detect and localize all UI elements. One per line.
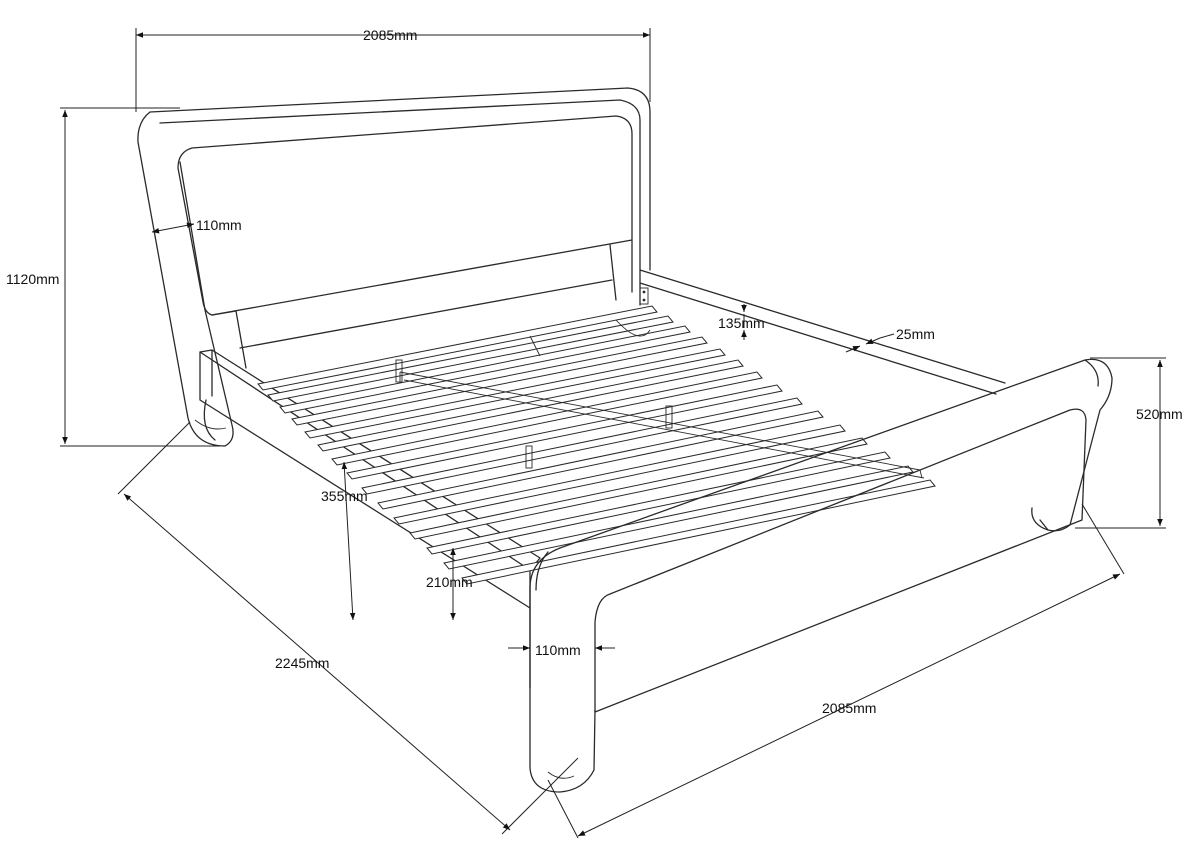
dimension-lines — [60, 28, 1166, 839]
label-side-rail-thickness: 25mm — [896, 326, 935, 342]
centre-support — [395, 319, 925, 479]
headboard — [137, 87, 651, 447]
label-headboard-height: 1120mm — [6, 271, 59, 287]
label-footboard-height: 520mm — [1136, 406, 1183, 422]
label-overall-width-bottom: 2085mm — [822, 700, 876, 716]
dim-line-overall-length — [123, 493, 511, 831]
label-headboard-thickness: 110mm — [196, 217, 242, 233]
bed-slats — [257, 305, 936, 585]
bed-frame — [137, 87, 1113, 793]
label-rail-to-floor: 210mm — [426, 574, 473, 590]
label-overall-width-top: 2085mm — [363, 27, 417, 43]
right-side-rail — [639, 269, 1006, 395]
label-underbed-clearance: 355mm — [321, 488, 368, 504]
label-side-rail-height: 135mm — [718, 315, 765, 331]
dim-line-headboard-thickness — [151, 222, 195, 234]
dimension-labels: 2085mm 110mm 1120mm 135mm 25mm 520mm 355… — [6, 27, 1183, 716]
dim-line-clearance — [341, 461, 356, 621]
label-overall-length: 2245mm — [275, 655, 329, 671]
dim-line-bottom-width — [577, 573, 1121, 837]
label-footboard-thickness: 110mm — [535, 642, 581, 658]
